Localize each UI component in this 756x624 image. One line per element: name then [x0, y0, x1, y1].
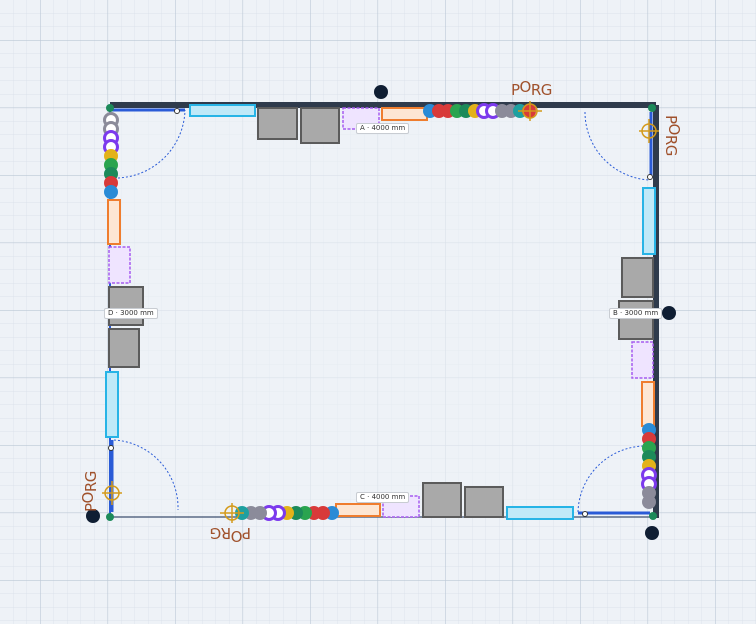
door-swing-bottom-left — [113, 439, 179, 511]
cabinet-left-1[interactable] — [108, 286, 144, 326]
porg-o: O — [231, 527, 243, 545]
hinge-dot — [582, 511, 588, 517]
cabinet-right-1[interactable] — [621, 257, 654, 298]
porg-rg: RG — [210, 524, 232, 542]
porg-p: P — [242, 524, 251, 542]
door-swing-bottom-right — [577, 445, 649, 513]
window-right[interactable] — [642, 187, 656, 255]
door-hinges — [108, 108, 653, 517]
small-corner-nodes[interactable] — [106, 104, 657, 521]
corner-node-top-left[interactable] — [106, 104, 114, 112]
porg-label-left[interactable]: PORG — [79, 471, 100, 512]
porg-o: O — [665, 123, 683, 135]
corner-node-bottom-left[interactable] — [86, 509, 100, 523]
target-symbols[interactable] — [102, 101, 659, 523]
orange-elements[interactable] — [107, 107, 655, 517]
door-swing-top-right — [584, 111, 651, 181]
cabinet-bottom-2[interactable] — [464, 486, 504, 518]
porg-label-bottom[interactable]: PORG — [210, 524, 251, 545]
marker-rows[interactable] — [103, 103, 657, 521]
target-icon[interactable] — [639, 119, 659, 143]
porg-p: P — [662, 115, 680, 124]
window-left[interactable] — [105, 371, 119, 438]
wall-midpoint-right[interactable] — [662, 306, 676, 320]
purple-element-left[interactable] — [108, 246, 131, 284]
door-swing-top-left — [113, 109, 186, 179]
cabinet-left-2[interactable] — [108, 328, 140, 368]
marker-row-right[interactable] — [641, 423, 657, 509]
corner-node-bottom-left-small[interactable] — [106, 513, 114, 521]
porg-o: O — [519, 78, 532, 96]
dimension-label-a[interactable]: A · 4000 mm — [356, 123, 410, 134]
cabinet-top-2[interactable] — [300, 107, 340, 144]
porg-p: P — [82, 503, 100, 512]
porg-label-top[interactable]: PORG — [511, 80, 553, 99]
purple-element-right[interactable] — [631, 341, 654, 379]
target-icon[interactable] — [102, 481, 122, 505]
porg-rg: RG — [82, 471, 100, 493]
target-icon[interactable] — [220, 503, 244, 523]
windows[interactable] — [105, 104, 656, 520]
dimension-label-b[interactable]: B · 3000 mm — [609, 308, 663, 319]
corner-node-bottom-right[interactable] — [645, 526, 659, 540]
hinge-dot — [174, 108, 180, 114]
orange-element-bottom[interactable] — [335, 503, 381, 517]
orange-element-left[interactable] — [107, 199, 121, 245]
wall-midpoint-top[interactable] — [374, 85, 388, 99]
hinge-dot — [108, 445, 114, 451]
dimension-label-c[interactable]: C · 4000 mm — [356, 492, 410, 503]
porg-rg: RG — [662, 134, 680, 156]
orange-element-right[interactable] — [641, 381, 655, 427]
corner-node-top-right[interactable] — [648, 104, 656, 112]
hinge-dot — [647, 174, 653, 180]
porg-p: P — [511, 81, 520, 99]
marker-icon[interactable] — [104, 185, 118, 199]
porg-o: O — [79, 492, 97, 504]
target-icon[interactable] — [518, 101, 542, 121]
door-swings — [113, 109, 651, 513]
cabinet-top-1[interactable] — [257, 107, 298, 140]
orange-element-top[interactable] — [381, 107, 428, 121]
room-floor[interactable] — [110, 106, 654, 516]
corner-node-bottom-right-small[interactable] — [649, 512, 657, 520]
wall-nodes[interactable] — [86, 85, 676, 540]
cabinet-bottom-1[interactable] — [422, 482, 462, 518]
window-top[interactable] — [189, 104, 256, 117]
porg-label-right[interactable]: PORG — [662, 115, 683, 156]
cabinet-right-2[interactable] — [618, 300, 654, 340]
porg-rg: RG — [530, 81, 553, 99]
window-bottom[interactable] — [506, 506, 574, 520]
marker-row-left[interactable] — [103, 112, 119, 199]
marker-row-bottom[interactable] — [235, 505, 339, 521]
dimension-label-d[interactable]: D · 3000 mm — [104, 308, 158, 319]
marker-icon[interactable] — [642, 495, 656, 509]
